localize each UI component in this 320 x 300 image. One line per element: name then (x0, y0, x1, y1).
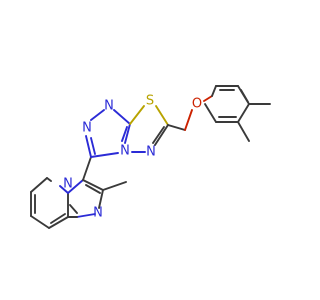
triazole-ring (85, 109, 131, 158)
atom-n-imidazo-bridge: N (63, 177, 73, 192)
atom-n-thiadiazole: N (146, 145, 156, 160)
benzene-ring (203, 85, 271, 142)
biaryl-bond (82, 156, 92, 181)
atom-n-triazole-top-right: N (104, 99, 114, 114)
ch2-bond (167, 124, 186, 131)
c-o-bond (184, 109, 193, 131)
atom-n-imidazo-ring: N (93, 206, 103, 221)
pyridine-ring (30, 177, 69, 229)
atom-n-triazole-bridge: N (120, 144, 130, 159)
imidazole-ring (67, 179, 127, 218)
molecule-structure-diagram: N N N N S O N N (30, 85, 271, 229)
atom-n-triazole-top-left: N (82, 121, 92, 136)
thiadiazole-ring (129, 105, 169, 153)
atom-o-ether: O (192, 97, 202, 112)
atom-s-thiadiazole: S (146, 94, 154, 109)
